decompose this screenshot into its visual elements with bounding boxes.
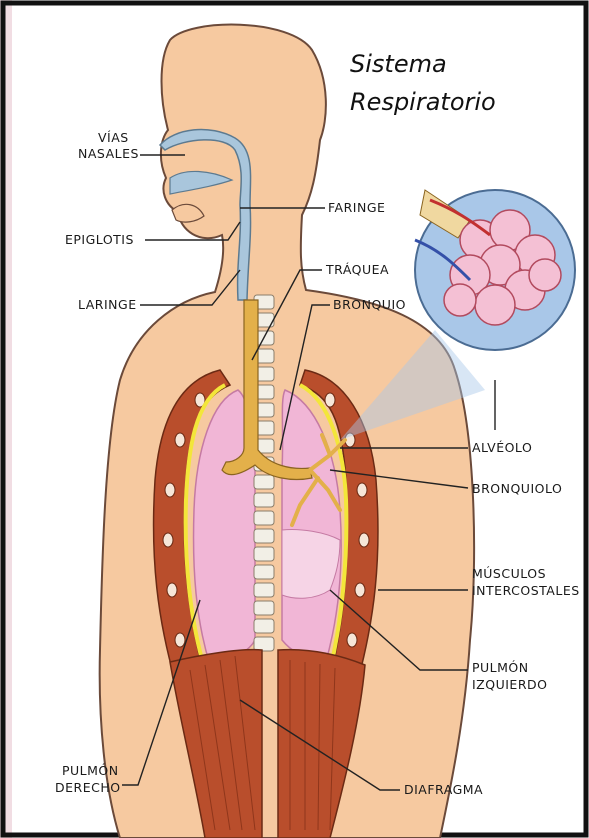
label-pulmon-izq-1: PULMÓN bbox=[472, 660, 529, 675]
label-pulmon-izq-2: IZQUIERDO bbox=[472, 677, 547, 692]
label-vias-nasales-2: NASALES bbox=[78, 146, 139, 161]
label-epiglotis: EPIGLOTIS bbox=[65, 232, 134, 247]
label-faringe: FARINGE bbox=[328, 200, 385, 215]
title-line-1: Sistema bbox=[350, 50, 447, 78]
label-pulmon-der-2: DERECHO bbox=[55, 780, 121, 795]
label-alveolo: ALVÉOLO bbox=[472, 440, 532, 455]
label-laringe: LARINGE bbox=[78, 297, 137, 312]
label-diafragma: DIAFRAGMA bbox=[404, 782, 483, 797]
label-bronquio: BRONQUIO bbox=[333, 297, 406, 312]
label-traquea: TRÁQUEA bbox=[326, 262, 389, 277]
label-musculos-1: MÚSCULOS bbox=[472, 566, 546, 581]
title-line-2: Respiratorio bbox=[350, 88, 496, 116]
label-bronquiolo: BRONQUIOLO bbox=[472, 481, 562, 496]
label-musculos-2: INTERCOSTALES bbox=[472, 583, 580, 598]
label-vias-nasales-1: VÍAS bbox=[98, 130, 129, 145]
label-pulmon-der-1: PULMÓN bbox=[62, 763, 119, 778]
